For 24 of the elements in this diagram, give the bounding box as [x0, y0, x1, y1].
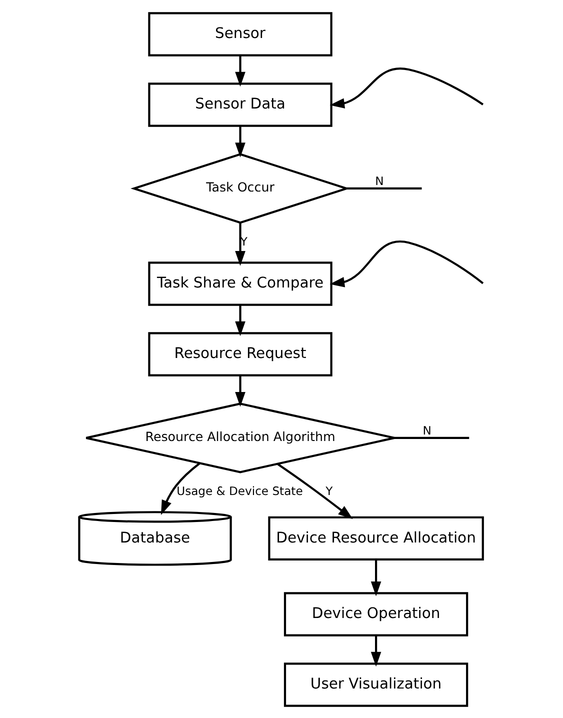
node-diamond: Resource Allocation Algorithm [85, 402, 396, 473]
edge-label: N [375, 174, 384, 188]
node-box: Resource Request [148, 332, 332, 376]
arrow [235, 54, 246, 86]
arrow [235, 304, 246, 336]
arrow [160, 462, 200, 514]
arrow [235, 126, 246, 157]
node-box: User Visualization [284, 662, 468, 706]
node-box: Task Share & Compare [148, 261, 332, 306]
arrow [235, 374, 246, 406]
connector [394, 436, 470, 438]
arrow [370, 559, 382, 596]
edge-label: N [422, 423, 432, 438]
edge-label: Y [326, 484, 333, 498]
node-box: Sensor Data [148, 82, 332, 126]
connector [346, 186, 422, 190]
arrow [330, 240, 484, 287]
arrow [276, 462, 353, 519]
arrow [330, 67, 484, 108]
node-box: Sensor [148, 12, 332, 56]
node-box: Device Operation [284, 592, 468, 636]
edge-label: Usage & Device State [176, 484, 303, 498]
node-box: Device Resource Allocation [268, 516, 484, 560]
arrow [370, 634, 382, 666]
